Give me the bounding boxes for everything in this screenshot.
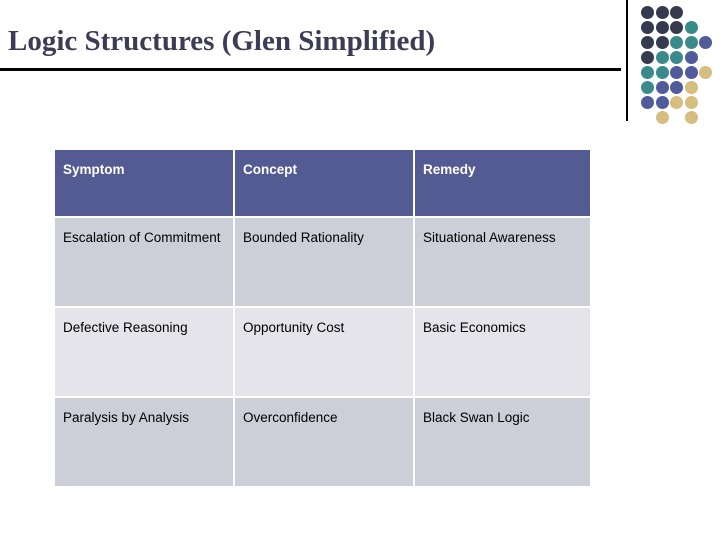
- table-header-row: Symptom Concept Remedy: [55, 150, 590, 216]
- cell-symptom: Escalation of Commitment: [55, 218, 233, 306]
- decorative-dot: [684, 96, 698, 109]
- cell-concept: Overconfidence: [235, 398, 413, 486]
- decorative-dot: [670, 96, 684, 109]
- decorative-dot: [670, 81, 684, 94]
- table-row: Paralysis by Analysis Overconfidence Bla…: [55, 398, 590, 486]
- cell-symptom: Paralysis by Analysis: [55, 398, 233, 486]
- decorative-dot: [684, 66, 698, 79]
- decorative-dot: [655, 66, 669, 79]
- column-header-symptom: Symptom: [55, 150, 233, 216]
- title-area: Logic Structures (Glen Simplified): [0, 0, 622, 74]
- decorative-dot: [641, 21, 654, 34]
- cell-concept: Opportunity Cost: [235, 308, 413, 396]
- decorative-dot: [655, 36, 669, 49]
- decorative-dot: [684, 51, 698, 64]
- table-row: Defective Reasoning Opportunity Cost Bas…: [55, 308, 590, 396]
- decorative-dot: [641, 66, 654, 79]
- decorative-dot: [684, 81, 698, 94]
- decorative-dot: [670, 21, 684, 34]
- decorative-dot: [641, 6, 654, 19]
- dot-grid-decoration: [641, 6, 713, 126]
- decorative-dot: [655, 21, 669, 34]
- title-underline-rule: [0, 68, 621, 71]
- decorative-dot: [684, 111, 698, 124]
- decorative-dot: [655, 6, 669, 19]
- decorative-dot: [655, 51, 669, 64]
- table-row: Escalation of Commitment Bounded Rationa…: [55, 218, 590, 306]
- decorative-dot: [670, 66, 684, 79]
- decorative-dot: [670, 6, 684, 19]
- decorative-dot: [684, 36, 698, 49]
- logic-structures-table: Symptom Concept Remedy Escalation of Com…: [53, 148, 592, 488]
- decorative-dot: [684, 21, 698, 34]
- decorative-dot: [670, 36, 684, 49]
- decorative-dot: [641, 96, 654, 109]
- cell-symptom: Defective Reasoning: [55, 308, 233, 396]
- column-header-remedy: Remedy: [415, 150, 590, 216]
- decorative-dot: [655, 96, 669, 109]
- decorative-dot: [641, 81, 654, 94]
- cell-remedy: Situational Awareness: [415, 218, 590, 306]
- cell-remedy: Black Swan Logic: [415, 398, 590, 486]
- decorative-dot: [655, 111, 669, 124]
- decorative-dot: [699, 66, 713, 79]
- decorative-dot: [641, 51, 654, 64]
- cell-concept: Bounded Rationality: [235, 218, 413, 306]
- decorative-dot: [641, 36, 654, 49]
- decorative-dot: [655, 81, 669, 94]
- decorative-dot: [699, 36, 713, 49]
- column-header-concept: Concept: [235, 150, 413, 216]
- decorative-dot: [670, 51, 684, 64]
- vertical-divider-line: [626, 0, 628, 121]
- cell-remedy: Basic Economics: [415, 308, 590, 396]
- page-title: Logic Structures (Glen Simplified): [8, 25, 436, 57]
